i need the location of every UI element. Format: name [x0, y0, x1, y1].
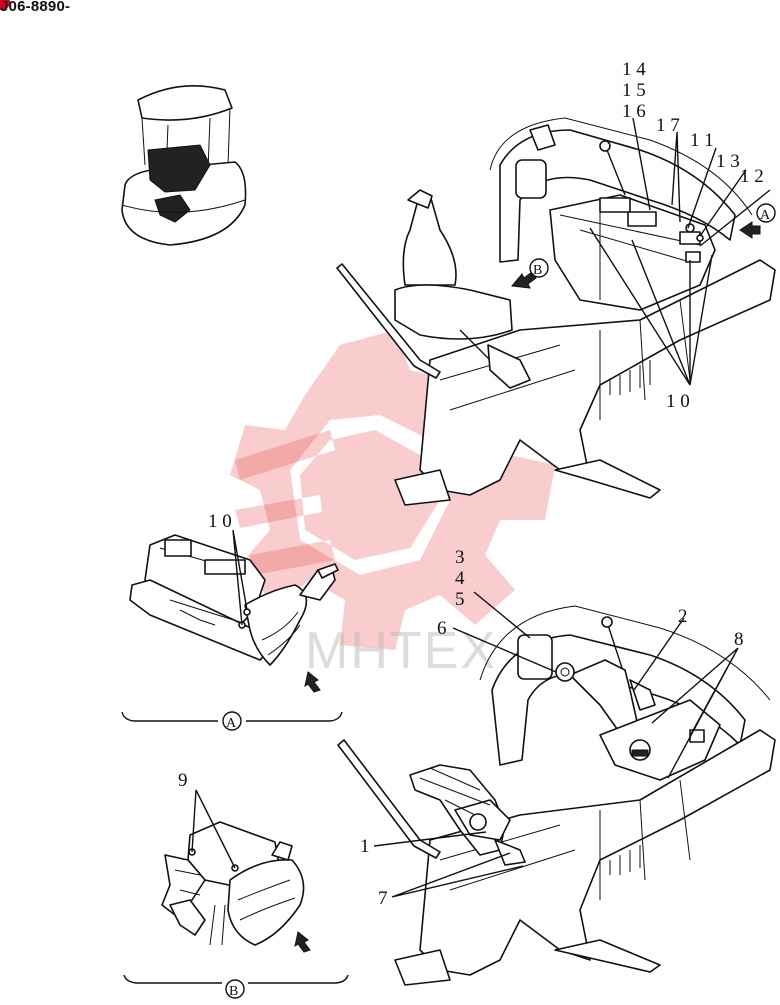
- callout-10: 1 0: [666, 391, 690, 412]
- svg-text:A: A: [760, 208, 771, 223]
- main-view-b: [337, 605, 776, 986]
- leaders-main-b: [373, 591, 739, 898]
- callout-12: 1 2: [740, 166, 764, 187]
- callout-8: 8: [734, 629, 744, 650]
- callout-detail-10: 1 0: [208, 511, 232, 532]
- view-label-a: A: [222, 711, 242, 731]
- callout-2: 2: [678, 606, 688, 627]
- main-view-a: [336, 117, 776, 506]
- callout-6: 6: [437, 618, 447, 639]
- callout-4: 4: [455, 568, 465, 589]
- leaders-main-a: [589, 117, 771, 386]
- view-marker-b: B: [529, 258, 549, 278]
- red-marker-icon: [0, 0, 10, 10]
- svg-text:B: B: [229, 984, 238, 999]
- svg-text:B: B: [533, 263, 542, 278]
- detail-view-b: [123, 821, 349, 984]
- callout-17: 1 7: [656, 115, 680, 136]
- svg-text:A: A: [226, 716, 237, 731]
- callout-13: 1 3: [716, 151, 740, 172]
- view-arrow-icon: [294, 931, 311, 953]
- callout-11: 1 1: [690, 130, 714, 151]
- callout-5: 5: [455, 589, 465, 610]
- callout-14: 1 4: [622, 59, 646, 80]
- view-marker-a: A: [756, 203, 776, 223]
- leader-detail-a-10: [232, 529, 248, 626]
- callout-15: 1 5: [622, 80, 646, 101]
- watermark-text: MHTEX: [305, 622, 497, 680]
- callout-1: 1: [360, 836, 370, 857]
- doc-code: J06-8890-: [0, 0, 71, 15]
- leader-detail-b-9: [191, 789, 236, 869]
- callout-7: 7: [378, 888, 388, 909]
- view-arrow-icon: [739, 221, 761, 239]
- machine-thumbnail: [121, 85, 247, 246]
- callout-16: 1 6: [622, 101, 646, 122]
- view-arrow-icon: [304, 671, 321, 693]
- callout-3: 3: [455, 547, 465, 568]
- callout-9: 9: [178, 770, 188, 791]
- view-label-b: B: [225, 979, 245, 999]
